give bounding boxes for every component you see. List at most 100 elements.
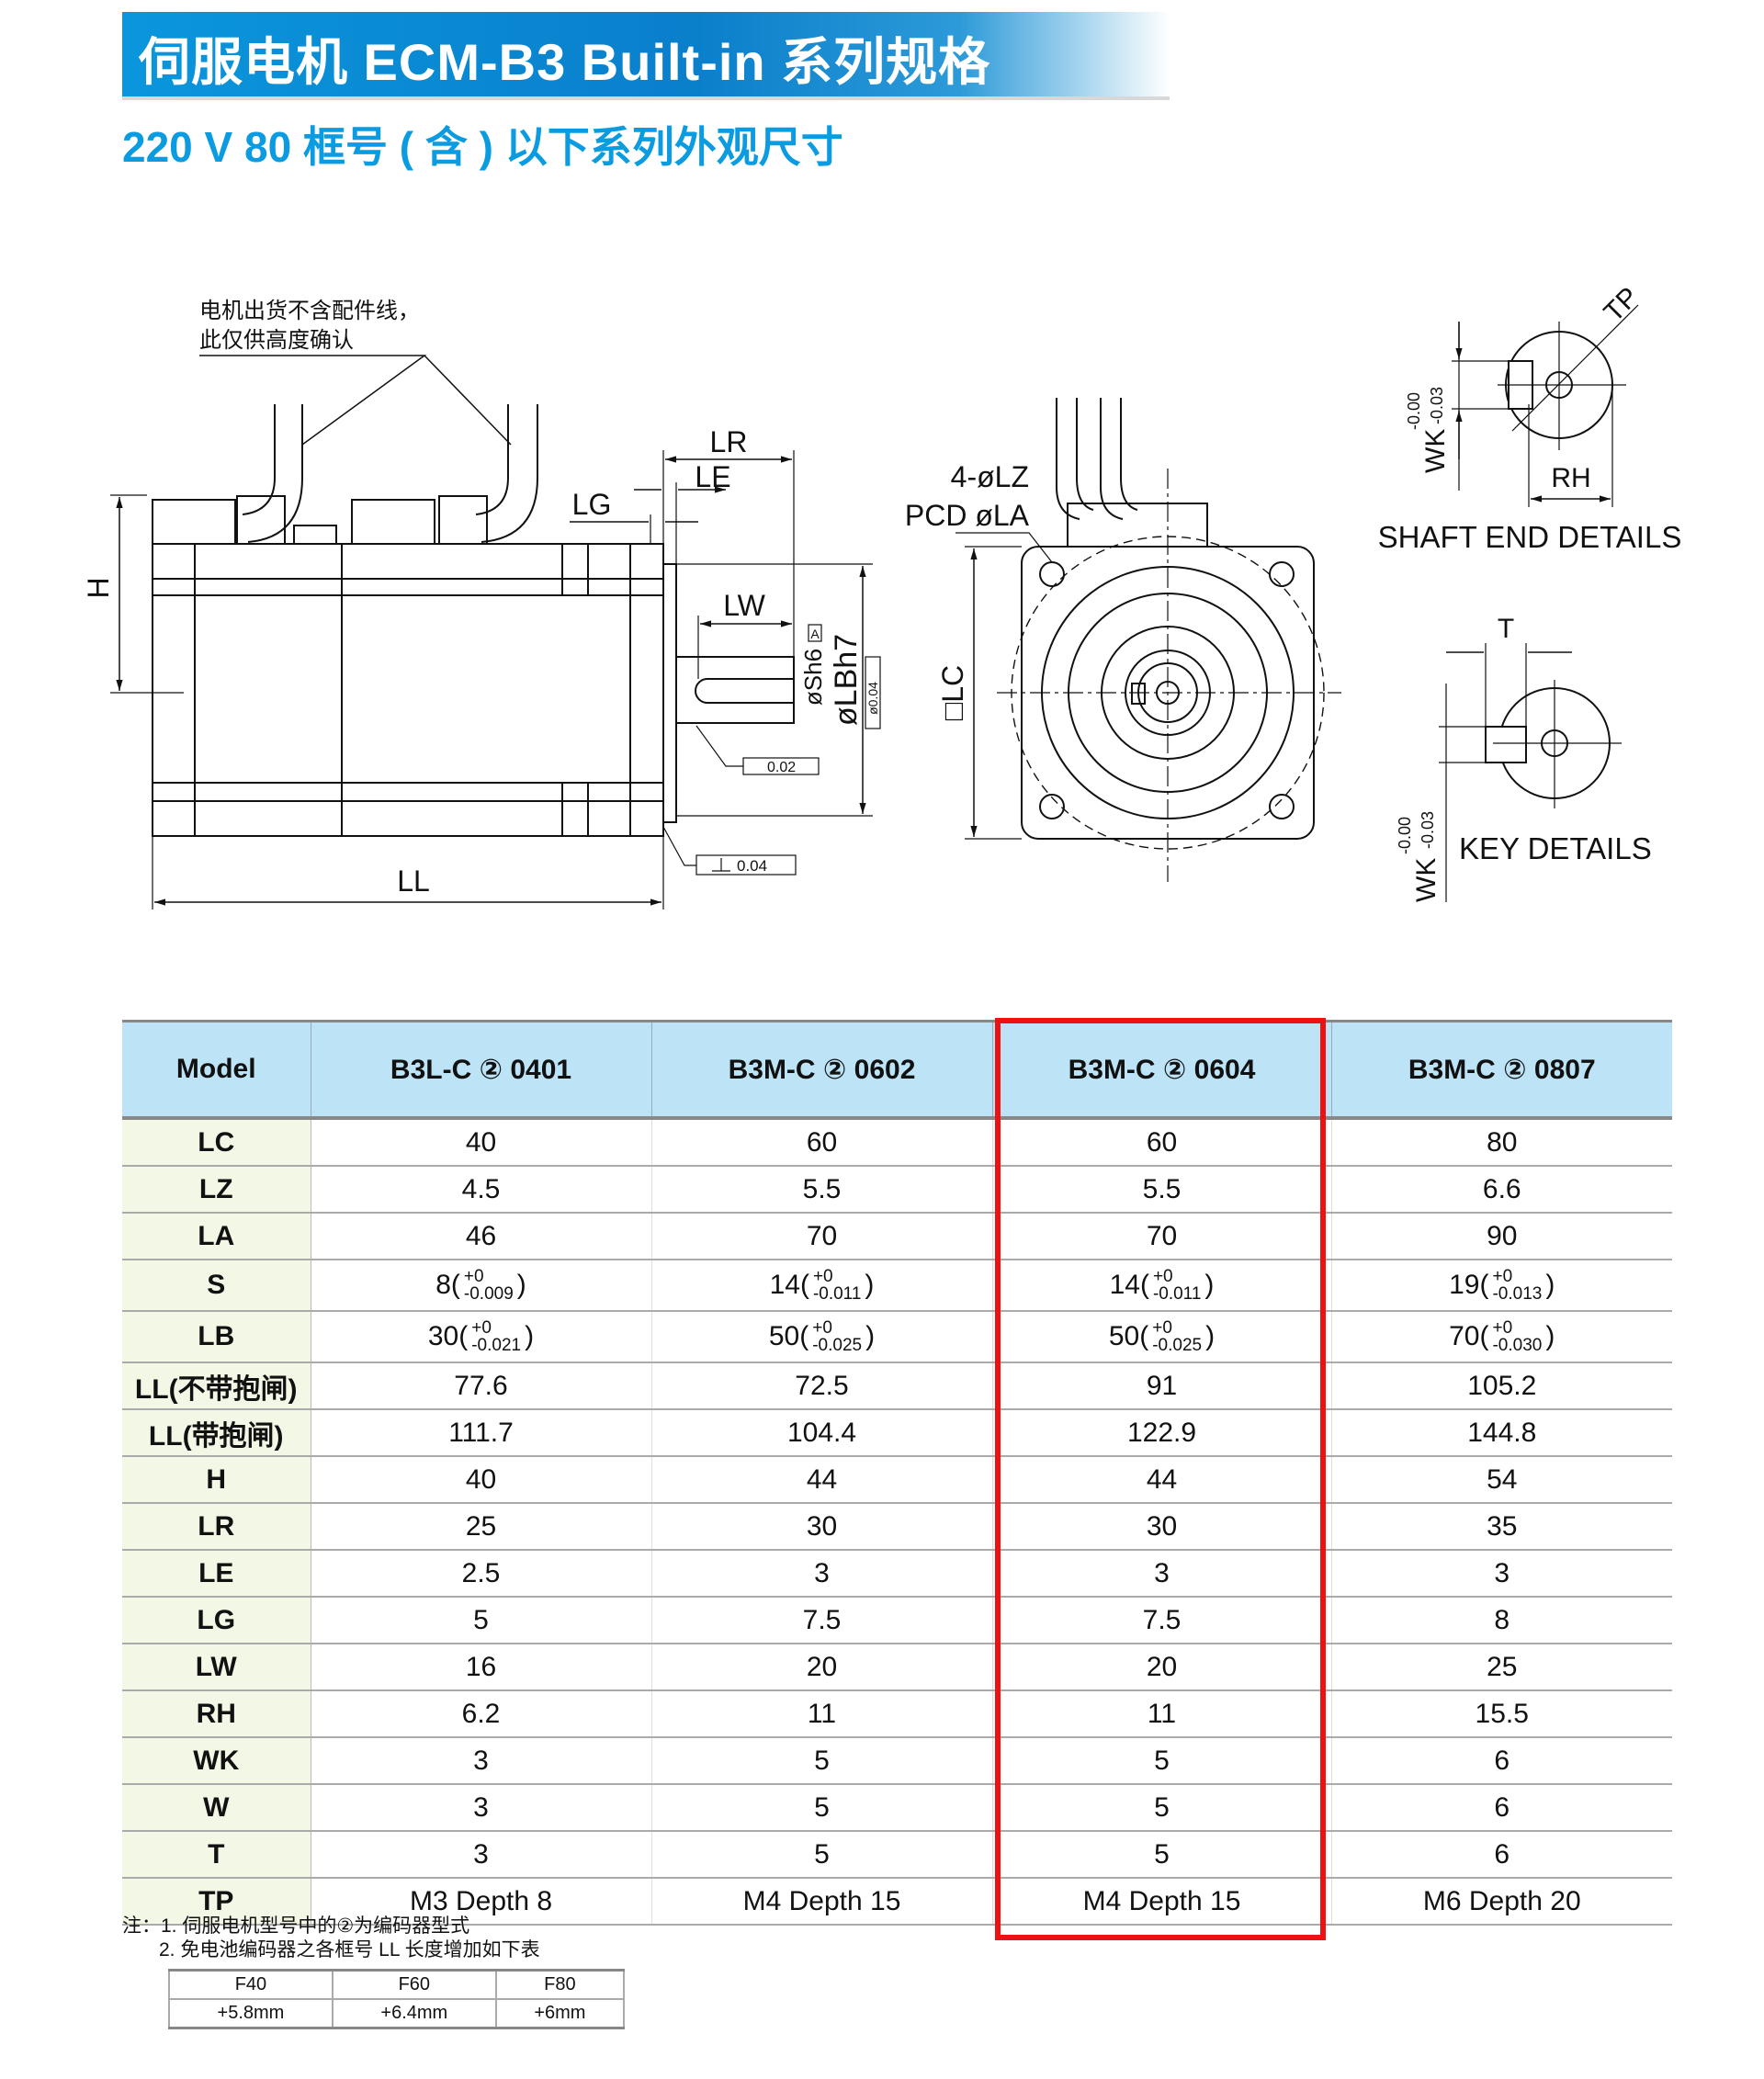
- note-2: 2. 免电池编码器之各框号 LL 长度增加如下表: [159, 1939, 540, 1960]
- table-cell: 44: [650, 1456, 992, 1504]
- table-cell: 46: [310, 1213, 651, 1260]
- wk-lower-tol: -0.03: [1428, 387, 1446, 424]
- note-line-1: 电机出货不含配件线，: [199, 299, 420, 323]
- row-label: T: [122, 1831, 311, 1879]
- table-cell: 3: [650, 1550, 992, 1598]
- table-cell: 111.7: [310, 1409, 651, 1457]
- table-cell: 30(+0-0.021): [310, 1311, 651, 1363]
- row-label: LL(不带抱闸): [122, 1362, 311, 1410]
- tol-lower: -0.011: [812, 1284, 862, 1304]
- table-cell: 122.9: [991, 1409, 1331, 1457]
- tol-base: 50(: [768, 1321, 809, 1351]
- table-cell: 20: [991, 1644, 1331, 1691]
- table-cell: 25: [1330, 1644, 1672, 1691]
- table-cell: 5.5: [991, 1166, 1331, 1214]
- table-cell: 105.2: [1330, 1362, 1672, 1410]
- motor-side-view: 电机出货不含配件线， 此仅供高度确认 H LL LR LE LG: [82, 299, 881, 910]
- tol-upper: +0: [1152, 1267, 1173, 1286]
- table-cell: 7.5: [991, 1597, 1331, 1644]
- tol-upper: +0: [812, 1267, 833, 1286]
- dim-label-LC: □LC: [936, 665, 969, 720]
- tol-lower: -0.030: [1492, 1336, 1543, 1355]
- tol-close: ): [1205, 1321, 1216, 1351]
- page-subtitle: 220 V 80 框号 ( 含 ) 以下系列外观尺寸: [122, 123, 843, 171]
- table-cell: 8(+0-0.009): [310, 1260, 651, 1312]
- dimension-drawing: 电机出货不含配件线， 此仅供高度确认 H LL LR LE LG: [82, 282, 1682, 910]
- table-cell: 3: [310, 1737, 651, 1785]
- table-cell: 54: [1330, 1456, 1672, 1504]
- table-cell: 30: [650, 1503, 992, 1551]
- row-label: LW: [122, 1644, 311, 1691]
- table-cell: M6 Depth 20: [1330, 1878, 1672, 1926]
- tol-stack: +0-0.025: [1152, 1319, 1202, 1354]
- dim-label-T: T: [1498, 614, 1514, 644]
- dim-label-LL: LL: [397, 864, 430, 898]
- dim-label-WK-shaft: WK: [1420, 429, 1451, 473]
- table-cell: 6.2: [310, 1690, 651, 1738]
- row-label: RH: [122, 1690, 311, 1738]
- table-cell: 6: [1330, 1737, 1672, 1785]
- table-cell: 50(+0-0.025): [650, 1311, 992, 1363]
- tol-base: 14(: [1109, 1270, 1149, 1300]
- tol-upper: +0: [463, 1267, 484, 1286]
- tol-base: 70(: [1449, 1321, 1489, 1351]
- table-cell: M4 Depth 15: [991, 1878, 1331, 1926]
- table-cell: 11: [991, 1690, 1331, 1738]
- tol-upper: +0: [812, 1318, 832, 1338]
- shaft-end-details: WK -0.00 -0.03 TP RH SHAFT END DETAILS: [1378, 282, 1682, 554]
- table-cell: 2.5: [310, 1550, 651, 1598]
- row-label: LA: [122, 1213, 311, 1260]
- table-cell: 5: [991, 1784, 1331, 1832]
- table-cell: 4.5: [310, 1166, 651, 1214]
- tol-stack: +0-0.030: [1492, 1319, 1542, 1354]
- header-model-3: B3M-C ② 0807: [1330, 1020, 1672, 1120]
- table-cell: 144.8: [1330, 1409, 1672, 1457]
- dim-label-LW: LW: [723, 589, 765, 622]
- tolerance-value: 14(+0-0.011): [1110, 1268, 1215, 1303]
- table-cell: 5: [991, 1737, 1331, 1785]
- tol-close: ): [1545, 1321, 1555, 1351]
- tolerance-value: 50(+0-0.025): [1109, 1319, 1215, 1354]
- table-cell: 3: [1330, 1550, 1672, 1598]
- tol-lower: -0.021: [471, 1336, 522, 1355]
- tol-lower: -0.025: [1152, 1336, 1203, 1355]
- frame-size: F40: [168, 1969, 334, 2000]
- title-banner: 伺服电机 ECM-B3 Built-in 系列规格: [122, 12, 1170, 100]
- table-cell: 5: [991, 1831, 1331, 1879]
- table-cell: 70: [650, 1213, 992, 1260]
- tol-base: 19(: [1449, 1270, 1489, 1300]
- table-cell: 25: [310, 1503, 651, 1551]
- table-cell: M4 Depth 15: [650, 1878, 992, 1926]
- dim-label-H: H: [82, 577, 115, 598]
- table-cell: 3: [310, 1784, 651, 1832]
- table-cell: 70: [991, 1213, 1331, 1260]
- key-details-label: KEY DETAILS: [1459, 831, 1652, 865]
- table-cell: 60: [650, 1118, 992, 1167]
- tol-stack: +0-0.011: [1153, 1268, 1201, 1303]
- note-line-2: 此仅供高度确认: [199, 328, 354, 353]
- tol-upper: +0: [471, 1318, 492, 1338]
- table-cell: 7.5: [650, 1597, 992, 1644]
- tol-close: ): [1545, 1270, 1555, 1300]
- row-label: WK: [122, 1737, 311, 1785]
- wk-key-upper-tol: -0.00: [1396, 817, 1414, 854]
- tolerance-value: 50(+0-0.025): [769, 1319, 875, 1354]
- table-cell: 11: [650, 1690, 992, 1738]
- tol-base: 14(: [769, 1270, 809, 1300]
- header-model-1: B3M-C ② 0602: [650, 1020, 992, 1120]
- tol-lower: -0.011: [1152, 1284, 1202, 1304]
- row-label: W: [122, 1784, 311, 1832]
- header-model-0: B3L-C ② 0401: [310, 1020, 651, 1120]
- table-cell: 8: [1330, 1597, 1672, 1644]
- row-label: LB: [122, 1311, 311, 1363]
- table-cell: 40: [310, 1456, 651, 1504]
